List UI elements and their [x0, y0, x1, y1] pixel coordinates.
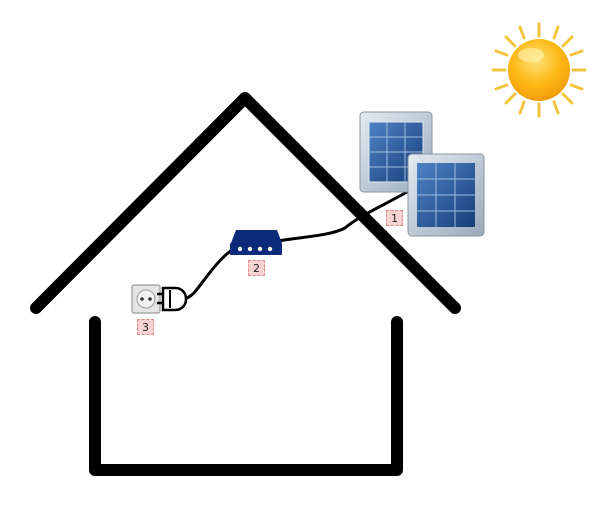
sun-icon [491, 22, 587, 118]
plug-icon [157, 286, 188, 312]
label-solar-panels: 1 [386, 210, 403, 226]
solar-panel-icon [407, 153, 485, 237]
label-wall-socket: 3 [137, 319, 154, 335]
cable-panel-inverter [277, 186, 415, 243]
house-walls [89, 316, 403, 476]
label-inverter: 2 [248, 260, 265, 276]
wall-socket-icon [131, 284, 161, 314]
inverter-icon [230, 230, 282, 255]
cable-inverter-plug [183, 248, 233, 301]
house-roof [30, 92, 461, 314]
